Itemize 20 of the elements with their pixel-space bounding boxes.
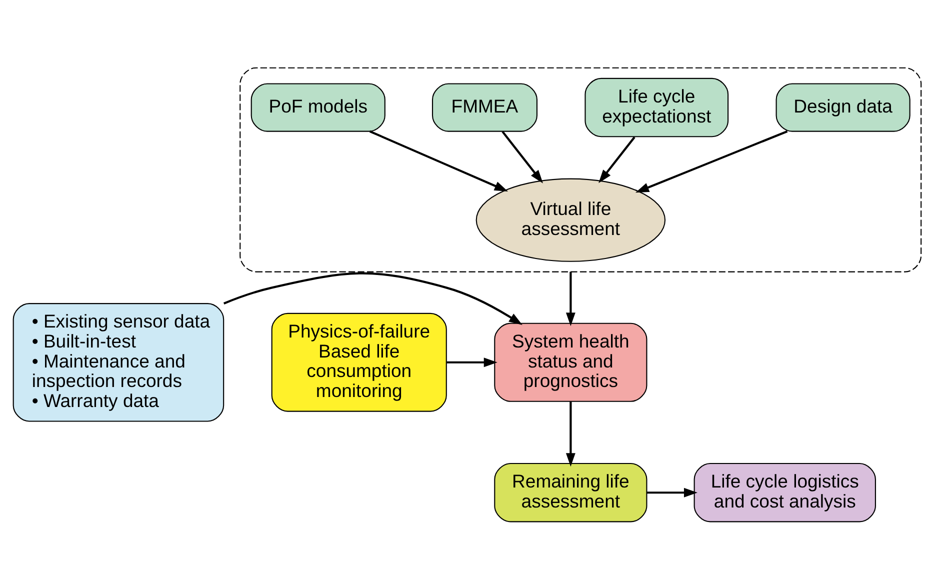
node-box: Life cycle expectationst: [584, 78, 729, 138]
arrow: [635, 130, 788, 193]
arrow: [598, 136, 636, 184]
arrow: [646, 488, 698, 498]
node-box: FMMEA: [432, 83, 538, 132]
arrow: [566, 402, 576, 467]
node-ellipse: Virtual life assessment: [476, 178, 666, 262]
node-box: Design data: [776, 83, 910, 132]
arrow: [369, 130, 508, 192]
node-box: Life cycle logistics and cost analysis: [694, 463, 876, 522]
cluster: [240, 67, 922, 272]
arrow: [446, 358, 498, 368]
node-box: Physics-of-failure Based life consumption monitoring: [271, 312, 447, 412]
node-box: PoF models: [250, 83, 386, 132]
arrow: [502, 130, 544, 184]
arrow: [223, 272, 522, 325]
arrow: [566, 272, 576, 326]
node-box: Remaining life assessment: [494, 463, 648, 522]
node-box: • Existing sensor data • Built-in-test • Maintenance and inspection records • Warranty data: [12, 303, 224, 422]
node-box: System health status and prognostics: [494, 322, 648, 402]
